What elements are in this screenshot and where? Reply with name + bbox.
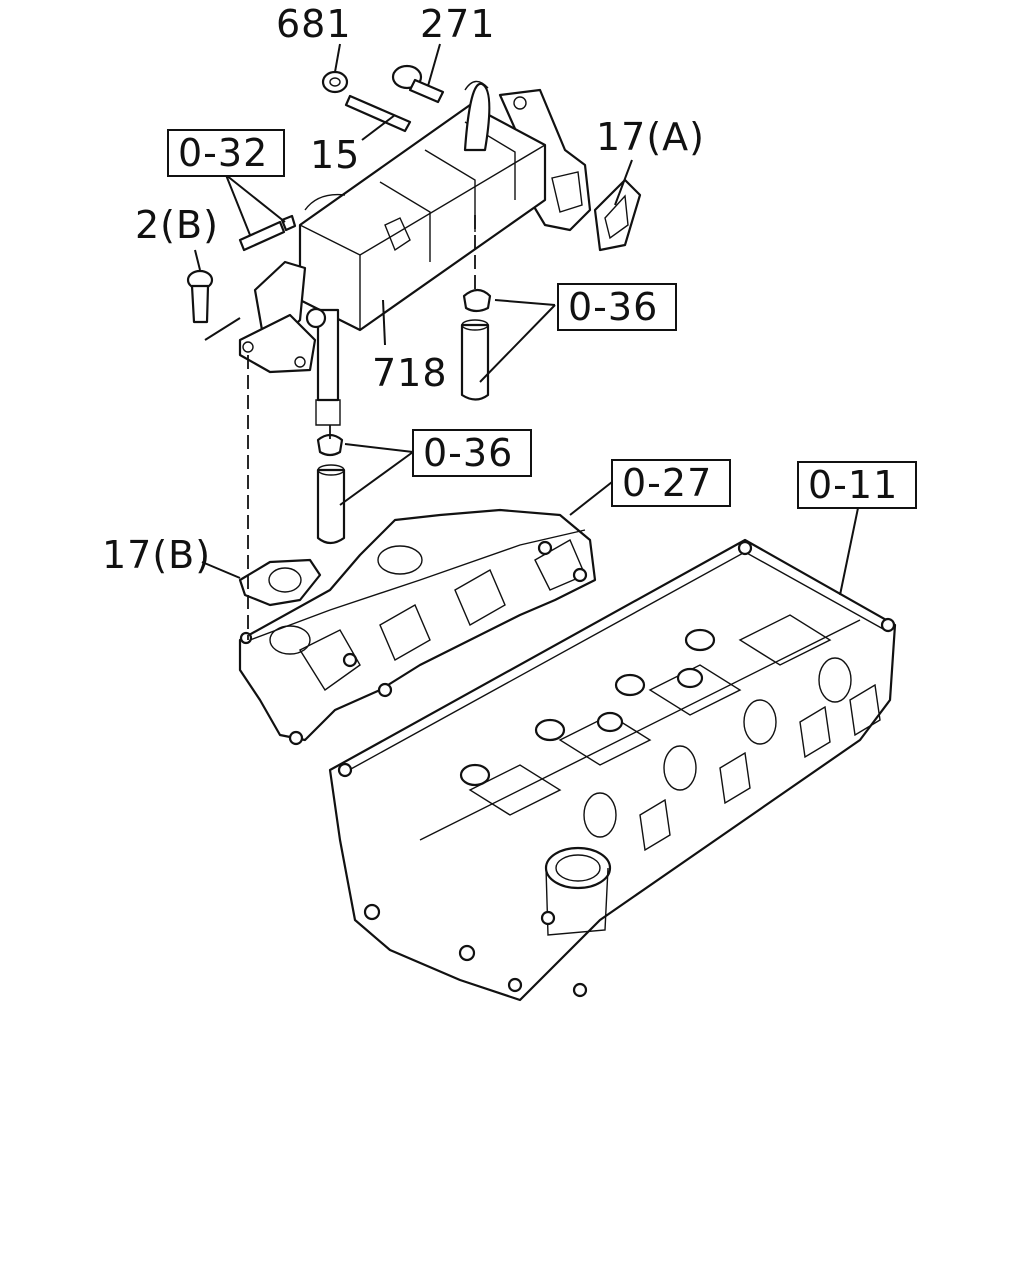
ref-box-0-36-lower <box>412 429 532 477</box>
gasket-17b <box>238 558 322 607</box>
ref-0-36-upper: 0-36 <box>568 285 658 329</box>
callout-labels: 681 271 15 17(A) 2(B) 718 17(B) <box>102 2 705 577</box>
callout-271: 271 <box>420 2 496 46</box>
cylinder-head <box>328 538 897 1002</box>
hose-upper <box>460 288 492 401</box>
gasket-17a <box>593 178 642 252</box>
exhaust-manifold <box>238 508 597 746</box>
callout-718: 718 <box>372 351 448 395</box>
callout-17a: 17(A) <box>596 115 705 159</box>
nut-681 <box>321 70 349 94</box>
callout-681: 681 <box>276 2 352 46</box>
ref-0-36-lower: 0-36 <box>423 431 513 475</box>
dowel-pin <box>238 214 297 252</box>
ref-box-0-36-upper <box>557 283 677 331</box>
bolt-271 <box>391 64 445 104</box>
egr-cooler <box>238 80 592 426</box>
bolt-2b <box>186 269 214 324</box>
ref-box-0-32 <box>167 129 285 177</box>
leader-lines <box>194 43 859 596</box>
ref-box-0-27 <box>611 459 731 507</box>
callout-15: 15 <box>310 133 360 177</box>
callout-2b: 2(B) <box>135 203 219 247</box>
stud-15 <box>344 94 412 133</box>
ref-box-0-11 <box>797 461 917 509</box>
reference-boxes: 0-32 0-36 0-36 0-27 0-11 <box>167 129 917 509</box>
alignment-lines <box>247 215 476 640</box>
ref-0-11: 0-11 <box>808 463 898 507</box>
ref-0-32: 0-32 <box>178 131 268 175</box>
callout-17b: 17(B) <box>102 533 211 577</box>
ref-0-27: 0-27 <box>622 461 712 505</box>
hose-lower <box>316 433 346 545</box>
